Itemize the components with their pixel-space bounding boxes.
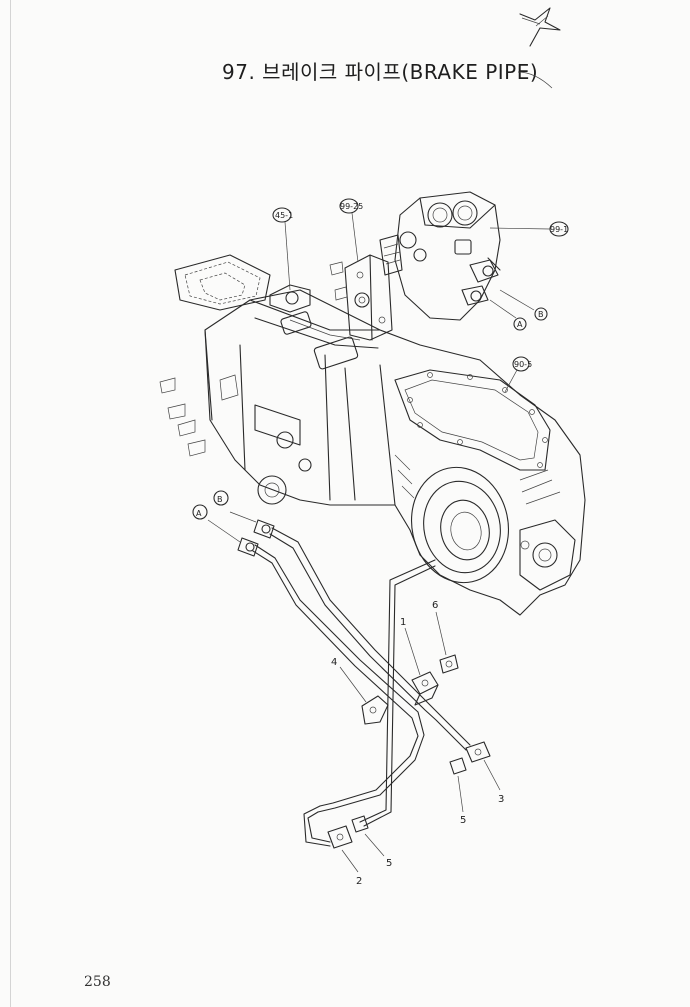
pipe-b-marker: B (217, 495, 223, 504)
brake-pipes (252, 527, 471, 847)
pipe-adapter-right (449, 757, 467, 813)
binding-margin (10, 0, 11, 1007)
ref-45-1-label: 45-1 (275, 211, 293, 220)
pipe-end-fitting-b (213, 490, 275, 539)
pipe-connector-3 (465, 741, 501, 791)
part-5-bottom-label: 5 (386, 858, 392, 869)
pipe-adapter-bottom (351, 815, 385, 857)
valve-port-b-label: B (538, 310, 544, 319)
corner-sketch (519, 7, 561, 47)
title-underline-hook (517, 71, 553, 89)
pipe-a-marker: A (196, 509, 202, 518)
part-3-label: 3 (498, 794, 504, 805)
pipe-clamp (404, 627, 439, 706)
reference-callouts (272, 198, 569, 393)
part-1-label: 1 (400, 617, 406, 628)
ref-99-25-label: 99-25 (340, 202, 363, 211)
part-2-label: 2 (356, 876, 362, 887)
pipe-connector-2 (327, 825, 359, 873)
part-4-label: 4 (331, 657, 337, 668)
mounting-bolt (435, 611, 459, 674)
brake-valve-block (329, 191, 501, 341)
pipe-bracket (339, 666, 389, 725)
part-6-label: 6 (432, 600, 438, 611)
valve-port-fittings (489, 289, 548, 331)
page-number: 258 (84, 974, 111, 990)
transmission-housing (159, 254, 586, 616)
ref-99-1-label: 99-1 (550, 225, 568, 234)
valve-port-a-label: A (517, 320, 523, 329)
page-title: 97. 브레이크 파이프(BRAKE PIPE) (222, 60, 539, 84)
pipe-end-fitting-a (192, 504, 259, 557)
ref-90-5-label: 90-5 (514, 360, 532, 369)
part-5-right-label: 5 (460, 815, 466, 826)
